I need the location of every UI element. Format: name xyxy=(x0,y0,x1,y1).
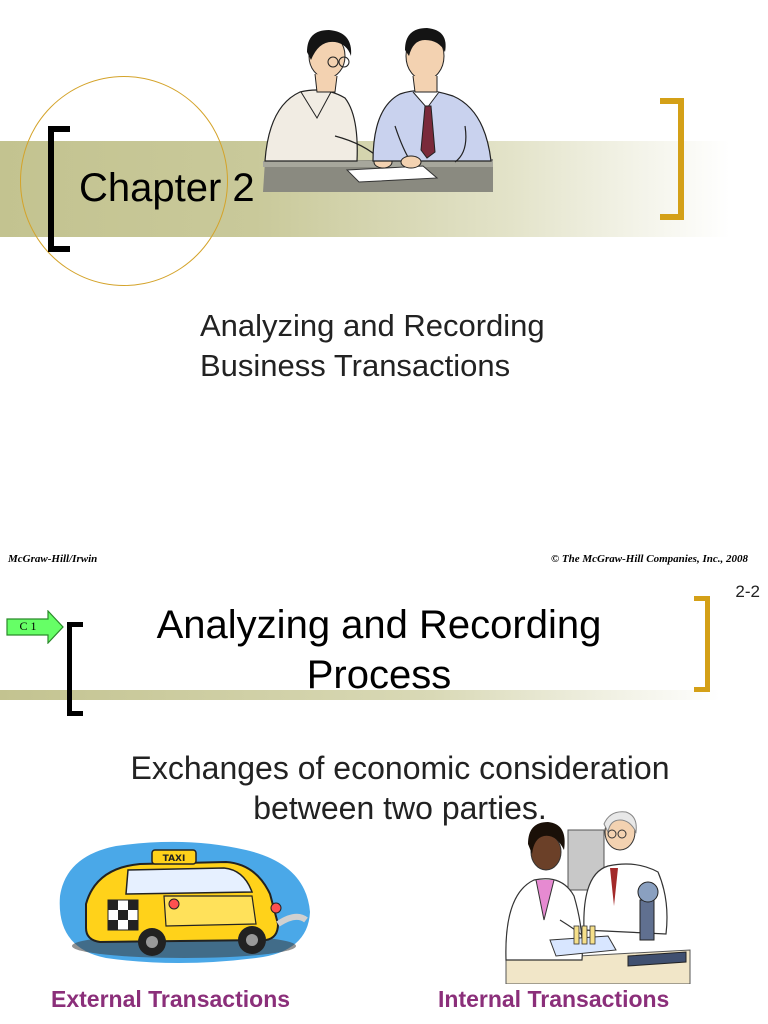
slide-2: 2-2 C 1 Analyzing and Recording Process … xyxy=(0,576,768,1024)
left-bracket xyxy=(48,126,70,252)
publisher-footer: McGraw-Hill/Irwin xyxy=(8,553,98,565)
chapter-title: Chapter 2 xyxy=(79,166,255,210)
definition-line-1: Exchanges of economic consideration xyxy=(130,750,670,786)
left-bracket xyxy=(67,622,83,716)
definition-line-2: between two parties. xyxy=(253,790,547,826)
right-bracket xyxy=(694,596,710,692)
slide-title: Analyzing and Recording Process xyxy=(100,600,658,700)
title-band xyxy=(0,690,720,700)
external-transactions-label: External Transactions xyxy=(51,986,291,1012)
page-number: 2-2 xyxy=(735,582,760,601)
internal-transactions-label: Internal Transactions xyxy=(438,986,670,1012)
decorative-circle xyxy=(20,76,228,286)
right-bracket xyxy=(660,98,684,220)
svg-text:TAXI: TAXI xyxy=(163,854,186,864)
chapter-subtitle: Analyzing and Recording Business Transac… xyxy=(200,306,545,386)
lab-scientists-image xyxy=(505,811,691,984)
objective-arrow-icon xyxy=(6,610,64,644)
taxi-cab-image: TAXI xyxy=(59,841,310,963)
copyright-footer: © The McGraw-Hill Companies, Inc., 2008 xyxy=(550,553,748,565)
subtitle-line-2: Business Transactions xyxy=(200,348,511,383)
people-at-desk-image xyxy=(263,28,493,192)
subtitle-line-1: Analyzing and Recording xyxy=(200,308,545,343)
title-line-1: Analyzing and Recording xyxy=(156,603,602,647)
objective-tag: C 1 xyxy=(19,619,37,633)
definition-text: Exchanges of economic consideration betw… xyxy=(80,748,720,828)
title-line-2: Process xyxy=(306,653,452,697)
slide-1: Chapter 2 Analyzing and Recording Busine… xyxy=(0,28,748,565)
